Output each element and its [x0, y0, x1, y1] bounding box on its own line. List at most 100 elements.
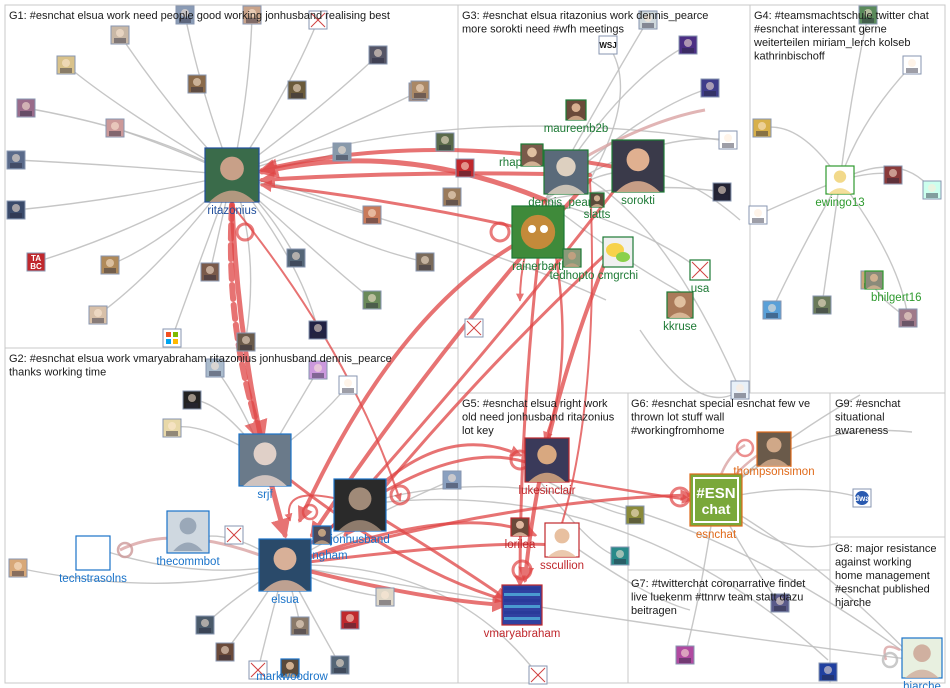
node-n49[interactable] — [162, 418, 182, 438]
node-n70[interactable]: dwa — [852, 488, 872, 508]
node-n24[interactable] — [435, 132, 455, 152]
node-n26[interactable] — [442, 187, 462, 207]
node-n63[interactable] — [442, 470, 462, 490]
node-n40[interactable] — [922, 180, 942, 200]
node-n38[interactable] — [730, 380, 750, 400]
node-n50[interactable] — [182, 390, 202, 410]
node-n29[interactable] — [410, 80, 430, 100]
node-n17[interactable] — [286, 248, 306, 268]
node-n09[interactable] — [105, 118, 125, 138]
node-n02[interactable] — [175, 5, 195, 25]
node-n07[interactable] — [56, 55, 76, 75]
node-hjarche[interactable]: hjarche — [901, 637, 943, 688]
node-n15[interactable] — [162, 328, 182, 348]
node-n05[interactable] — [368, 45, 388, 65]
node-rhap[interactable]: rhap — [499, 143, 544, 169]
self-loop — [489, 221, 511, 243]
node-n03[interactable] — [242, 5, 262, 25]
node-n67[interactable] — [675, 645, 695, 665]
node-n21[interactable] — [415, 252, 435, 272]
node-n34[interactable] — [700, 78, 720, 98]
node-slatts[interactable]: slatts — [584, 192, 611, 221]
node-ngham[interactable]: ngham — [312, 525, 348, 562]
node-srjf[interactable]: srjf — [238, 433, 292, 501]
svg-text:TA: TA — [31, 254, 41, 263]
node-n10[interactable] — [6, 150, 26, 170]
node-n23[interactable] — [308, 320, 328, 340]
node-thecommbot[interactable]: thecommbot — [156, 510, 220, 568]
node-n11[interactable] — [6, 200, 26, 220]
group-titles: G1: #esnchat elsua work need people good… — [9, 10, 936, 617]
node-n45[interactable] — [762, 300, 782, 320]
node-n44[interactable] — [748, 205, 768, 225]
node-n68[interactable] — [770, 593, 790, 613]
node-n31[interactable] — [638, 10, 658, 30]
node-n55[interactable] — [195, 615, 215, 635]
node-n64[interactable] — [528, 665, 548, 685]
node-rainerbartl[interactable]: rainerbartl — [511, 205, 565, 273]
node-n36[interactable] — [712, 182, 732, 202]
node-bhilgert16[interactable]: bhilgert16 — [864, 270, 922, 304]
node-thompsonsimon[interactable]: thompsonsimon — [733, 431, 815, 478]
node-n46[interactable] — [812, 295, 832, 315]
node-n35[interactable] — [718, 130, 738, 150]
node-n08[interactable] — [16, 98, 36, 118]
node-n28[interactable] — [187, 74, 207, 94]
node-dennis_pearce[interactable]: dennis_pearce — [528, 149, 604, 209]
node-n42[interactable] — [902, 55, 922, 75]
node-usa[interactable]: usa — [689, 259, 711, 295]
node-lukesinclair[interactable]: lukesinclair — [519, 437, 576, 497]
node-vmaryabraham[interactable]: vmaryabraham — [484, 584, 561, 640]
node-n54[interactable] — [224, 525, 244, 545]
node-label-thecommbot: thecommbot — [156, 556, 220, 568]
node-label-sscullion: sscullion — [540, 560, 584, 572]
node-n57[interactable] — [248, 660, 268, 680]
node-sscullion[interactable]: sscullion — [540, 522, 584, 572]
node-cmgrchi[interactable]: cmgrchi — [598, 236, 638, 282]
node-n51[interactable] — [205, 358, 225, 378]
node-n43[interactable] — [858, 5, 878, 25]
node-n14[interactable] — [88, 305, 108, 325]
node-n25[interactable] — [455, 158, 475, 178]
node-n69[interactable] — [818, 662, 838, 682]
node-n60[interactable] — [375, 587, 395, 607]
node-n62[interactable] — [8, 558, 28, 578]
node-n04[interactable] — [308, 10, 328, 30]
node-n61[interactable] — [340, 610, 360, 630]
node-n19[interactable] — [362, 205, 382, 225]
node-techstrasolns[interactable]: techstrasolns — [59, 535, 127, 585]
node-n65[interactable] — [610, 546, 630, 566]
node-n22[interactable] — [236, 332, 256, 352]
node-n59[interactable] — [330, 655, 350, 675]
node-sorokti[interactable]: sorokti — [611, 139, 665, 207]
node-n32[interactable]: WSJ — [598, 35, 618, 55]
node-tedhopto[interactable]: tedhopto — [550, 248, 595, 282]
node-n33[interactable] — [678, 35, 698, 55]
node-maureenb2b[interactable]: maureenb2b — [544, 99, 609, 135]
node-n18[interactable] — [362, 290, 382, 310]
node-n47[interactable] — [898, 308, 918, 328]
node-n53[interactable] — [308, 360, 328, 380]
node-markwoodrow[interactable]: markwoodrow — [256, 658, 328, 683]
node-n27[interactable] — [287, 80, 307, 100]
node-ritazonius[interactable]: ritazonius — [204, 147, 260, 217]
node-jonhusband[interactable]: jonhusband — [329, 478, 390, 546]
node-n52[interactable] — [338, 375, 358, 395]
node-kkruse[interactable]: kkruse — [663, 291, 697, 333]
node-n66[interactable] — [625, 505, 645, 525]
node-n56[interactable] — [215, 642, 235, 662]
node-n41[interactable] — [883, 165, 903, 185]
node-lorilea[interactable]: lorilea — [505, 517, 536, 551]
node-n20[interactable] — [332, 142, 352, 162]
node-n01[interactable] — [110, 25, 130, 45]
node-n16[interactable] — [200, 262, 220, 282]
node-ewingo13[interactable]: ewingo13 — [815, 165, 865, 209]
node-n30[interactable] — [464, 318, 484, 338]
node-n58[interactable] — [290, 616, 310, 636]
node-n39[interactable] — [752, 118, 772, 138]
node-n13[interactable] — [100, 255, 120, 275]
node-elsua[interactable]: elsua — [258, 538, 312, 606]
